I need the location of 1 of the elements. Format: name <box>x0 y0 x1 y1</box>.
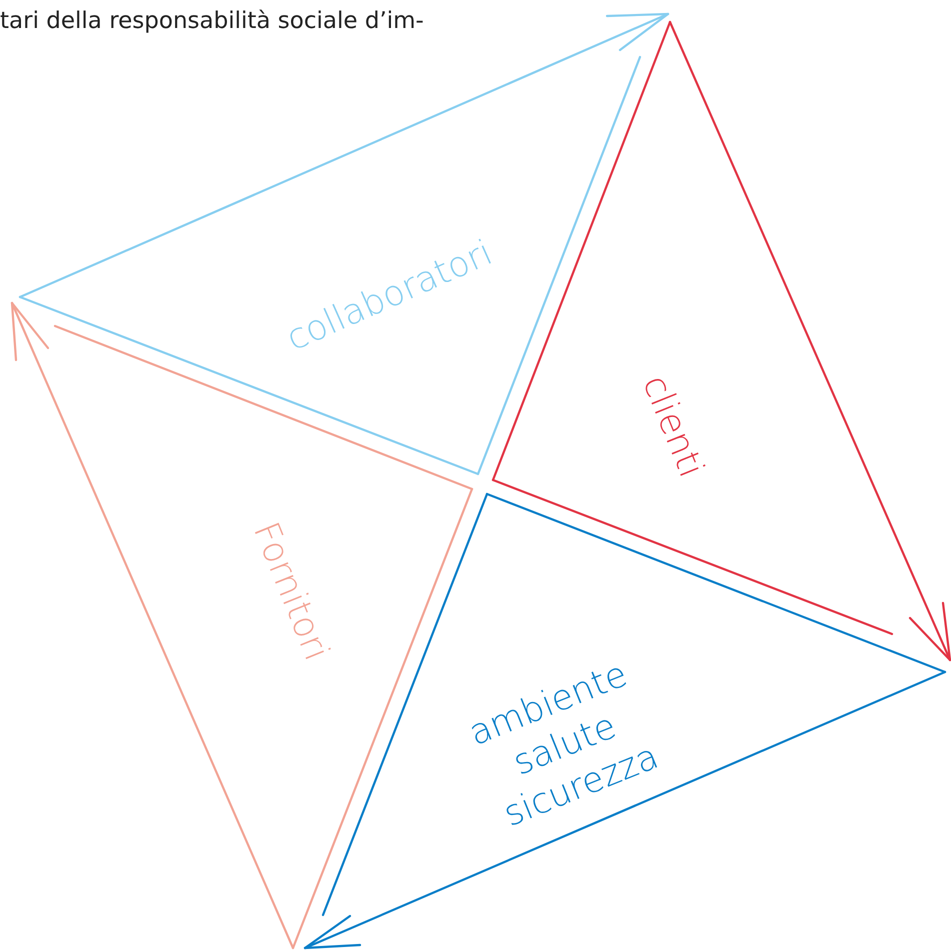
text-fragment: tari della responsabilità sociale d’im- <box>0 8 424 34</box>
